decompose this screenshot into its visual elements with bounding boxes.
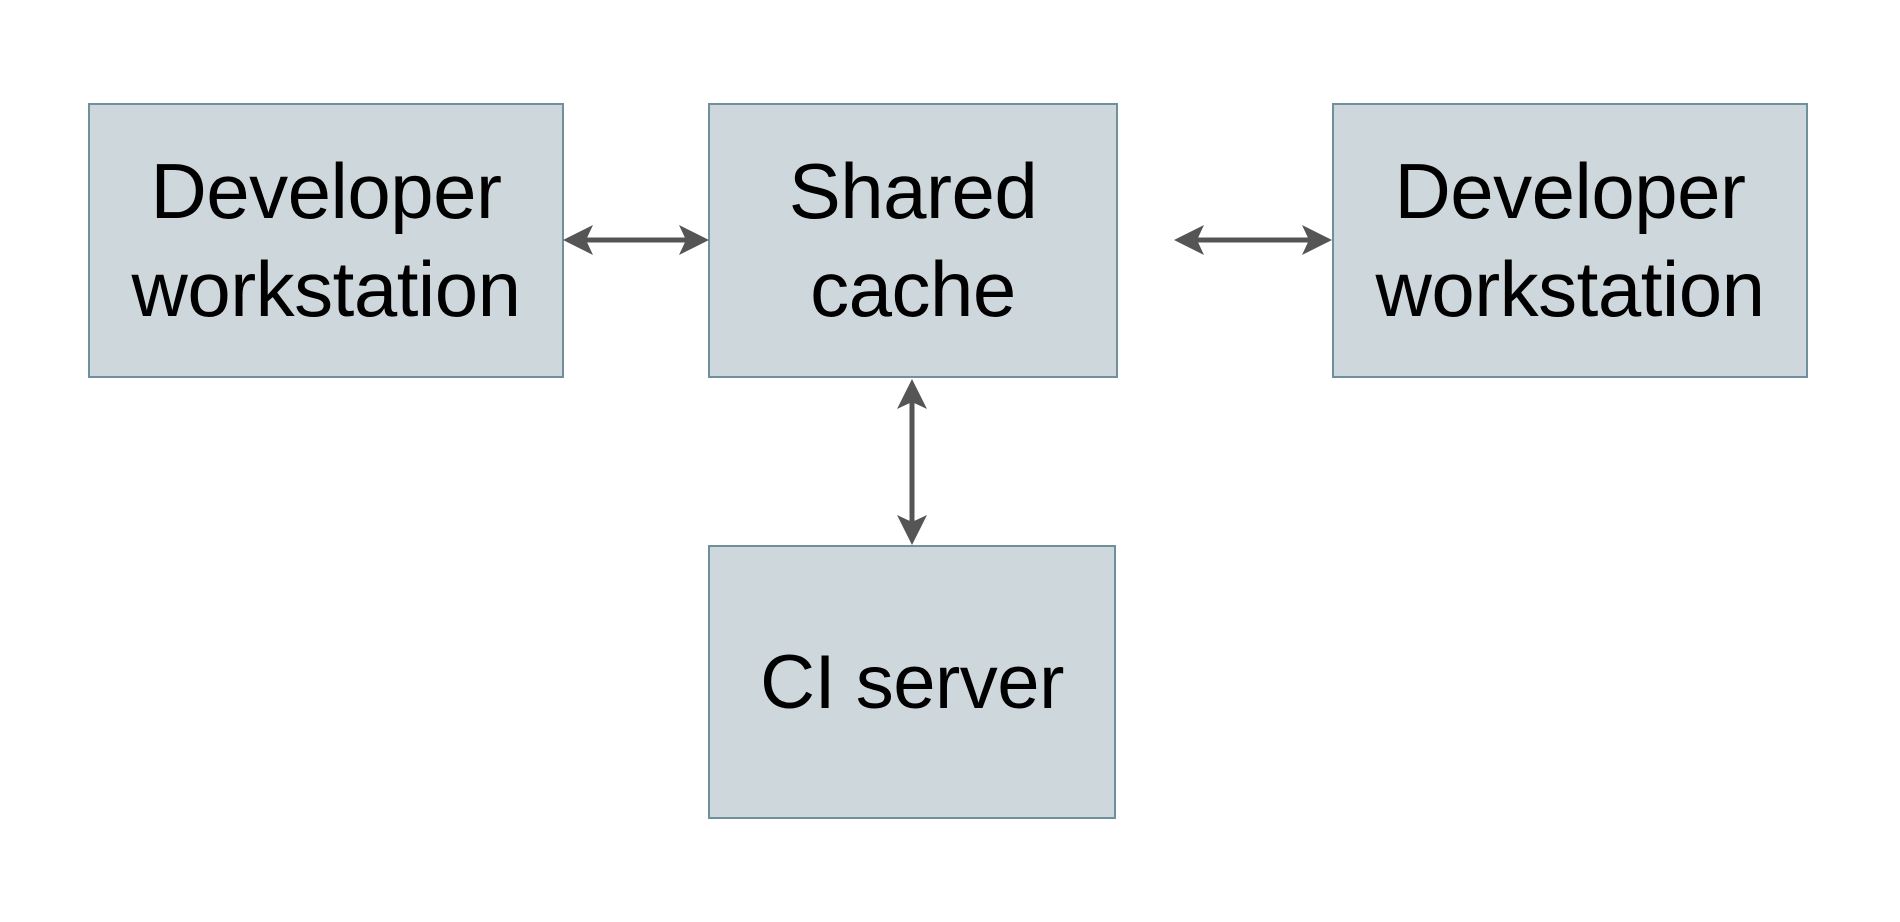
node-label: Shared cache [788,147,1038,333]
node-shared-cache[interactable]: Shared cache [708,103,1118,378]
double-arrow-icon [563,225,709,255]
node-label: Developer workstation [1375,147,1766,333]
double-arrow-icon [897,379,927,545]
node-developer-workstation-left[interactable]: Developer workstation [88,103,564,378]
node-label: Developer workstation [131,147,522,333]
double-arrow-icon [1174,225,1332,255]
edge-left-workstation-to-cache[interactable] [563,216,709,264]
node-ci-server[interactable]: CI server [708,545,1116,819]
node-label: CI server [760,639,1064,725]
node-developer-workstation-right[interactable]: Developer workstation [1332,103,1808,378]
edge-cache-to-ci-server[interactable] [888,379,936,545]
edge-cache-to-right-workstation[interactable] [1174,216,1332,264]
